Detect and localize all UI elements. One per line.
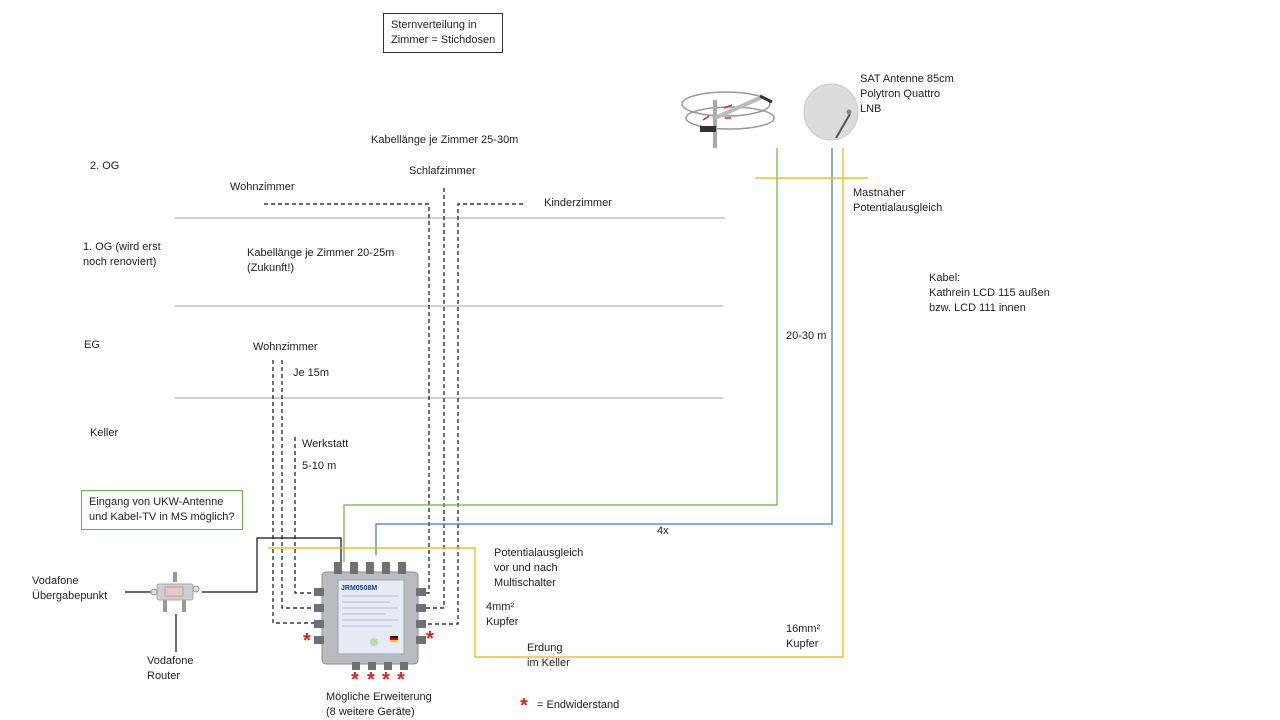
room-werkstatt: Werkstatt	[302, 438, 349, 450]
cable-og2-kinderzimmer	[418, 203, 523, 625]
terminator-bottom-4-icon: *	[397, 669, 405, 691]
vodafone-splitter-icon	[150, 572, 200, 612]
og1-cable-length: Kabellänge je Zimmer 20-25m (Zukunft!)	[247, 247, 395, 274]
multiswitch-model-text: JRM0508M	[341, 585, 377, 592]
legend-label: = Endwiderstand	[537, 699, 620, 711]
run-length-label: 20-30 m	[786, 330, 827, 342]
wire-4mm-label: 4mm² Kupfer	[486, 601, 519, 628]
og2-cable-length: Kabellänge je Zimmer 25-30m	[371, 134, 519, 146]
mast-grounding-label: Mastnaher Potentialausgleich	[853, 187, 943, 214]
floor-label-og1: 1. OG (wird erst noch renoviert)	[83, 241, 161, 268]
cable-eg-wohnzimmer-2	[281, 360, 322, 609]
vodafone-handover-label: Vodafone Übergabepunkt	[32, 575, 108, 602]
expansion-label: Mögliche Erweiterung (8 weitere Geräte)	[326, 691, 432, 718]
multiswitch-device-icon: JRM0508M	[314, 562, 426, 670]
ukw-question-note: Eingang von UKW-Antenne und Kabel-TV in …	[81, 490, 243, 530]
floor-label-eg: EG	[84, 339, 100, 351]
room-og2-kinderzimmer: Kinderzimmer	[544, 197, 612, 209]
cable-count-label: 4x	[657, 525, 669, 537]
floor-label-keller: Keller	[90, 427, 119, 439]
cable-sat	[375, 148, 833, 555]
floor-label-og2: 2. OG	[90, 160, 120, 172]
sat-dish-icon	[803, 83, 859, 141]
werkstatt-cable-length: 5-10 m	[302, 460, 337, 472]
earth-label: Erdung im Keller	[527, 642, 570, 669]
cable-werkstatt	[294, 437, 322, 594]
floor-separators	[175, 217, 725, 399]
terminator-bottom-1-icon: *	[351, 669, 359, 691]
cable-eg-wohnzimmer-1	[272, 360, 322, 624]
star-distribution-note: Sternverteilung in Zimmer = Stichdosen	[383, 13, 504, 53]
legend-terminator-icon: *	[520, 695, 528, 717]
grounding-note: Potentialausgleich vor und nach Multisch…	[494, 547, 584, 589]
grounding-wire	[268, 148, 844, 658]
room-og2-wohnzimmer: Wohnzimmer	[230, 181, 295, 193]
terminator-bottom-2-icon: *	[367, 669, 375, 691]
cable-type-label: Kabel: Kathrein LCD 115 außen bzw. LCD 1…	[929, 272, 1050, 314]
wire-16mm-label: 16mm² Kupfer	[786, 623, 821, 650]
eg-cable-length: Je 15m	[293, 367, 330, 379]
star-distribution-text: Sternverteilung in Zimmer = Stichdosen	[391, 19, 496, 46]
terminator-bottom-3-icon: *	[382, 669, 390, 691]
ukw-question-text: Eingang von UKW-Antenne und Kabel-TV in …	[89, 496, 235, 523]
cable-og2-wohnzimmer	[264, 203, 430, 594]
cable-og2-schlafzimmer	[418, 188, 445, 609]
sat-antenna-label: SAT Antenne 85cm Polytron Quattro LNB	[860, 73, 954, 115]
room-eg-wohnzimmer: Wohnzimmer	[253, 341, 318, 353]
vodafone-router-label: Vodafone Router	[147, 655, 194, 682]
terminator-left-icon: *	[303, 630, 311, 652]
room-og2-schlafzimmer: Schlafzimmer	[409, 165, 476, 177]
cable-ukw	[343, 148, 778, 562]
coax-runs	[264, 188, 523, 625]
terminator-right-icon: *	[426, 628, 434, 650]
ukw-antenna-icon	[681, 91, 775, 148]
cable-vodafone	[202, 537, 342, 593]
